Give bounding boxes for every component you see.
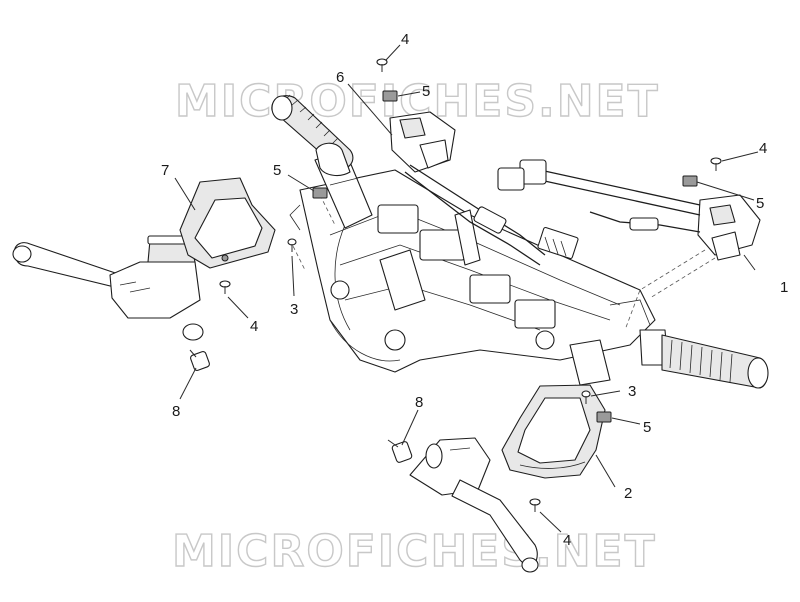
left-switch-assembly: [389, 111, 579, 266]
callout-1: 1: [780, 279, 788, 296]
left-grip: [271, 94, 354, 177]
callout-3-left: 3: [290, 301, 298, 318]
screw-3-right: [581, 390, 591, 404]
callout-4-right: 4: [759, 140, 767, 157]
callout-7: 7: [161, 162, 169, 179]
screw-4-right: [710, 157, 722, 171]
nut-5-left: [312, 187, 328, 199]
callout-5-left: 5: [273, 162, 281, 179]
callout-4-left: 4: [250, 318, 258, 335]
nut-5-bottom: [596, 411, 612, 423]
callout-6: 6: [336, 69, 344, 86]
callout-4-top: 4: [401, 31, 409, 48]
screw-4-left: [219, 280, 231, 294]
screw-4-top: [376, 58, 388, 72]
right-grip: [639, 329, 769, 389]
handlebar-frame: [289, 169, 656, 386]
small-hardware: [189, 58, 722, 512]
screw-3-left: [287, 238, 297, 252]
nut-5-right: [682, 175, 698, 187]
brake-switch-8-right: [387, 439, 413, 463]
callout-8-left: 8: [172, 403, 180, 420]
callout-5-right: 5: [756, 195, 764, 212]
left-handlebar-cover: [179, 177, 276, 269]
callout-4-bottom: 4: [563, 532, 571, 549]
right-switch-assembly: [497, 159, 761, 261]
brake-switch-8-left: [189, 349, 210, 371]
left-brake-lever: [12, 235, 204, 341]
callout-labels: 1 2 3 3 4 4 4 4 5 5 5 5 6 7 8 8: [161, 31, 788, 549]
right-handlebar-cover: [501, 384, 606, 479]
callout-5-bottom: 5: [643, 419, 651, 436]
callout-8-right: 8: [415, 394, 423, 411]
callout-5-top: 5: [422, 83, 430, 100]
callout-3-right: 3: [628, 383, 636, 400]
callout-2: 2: [624, 485, 632, 502]
watermark-top: MICROFICHES.NET: [175, 76, 660, 127]
watermark-bottom: MICROFICHES.NET: [172, 526, 657, 577]
leader-lines: [174, 44, 759, 533]
screw-4-bottom: [529, 498, 541, 512]
nut-5-top: [382, 90, 398, 102]
right-brake-lever: [409, 437, 539, 573]
